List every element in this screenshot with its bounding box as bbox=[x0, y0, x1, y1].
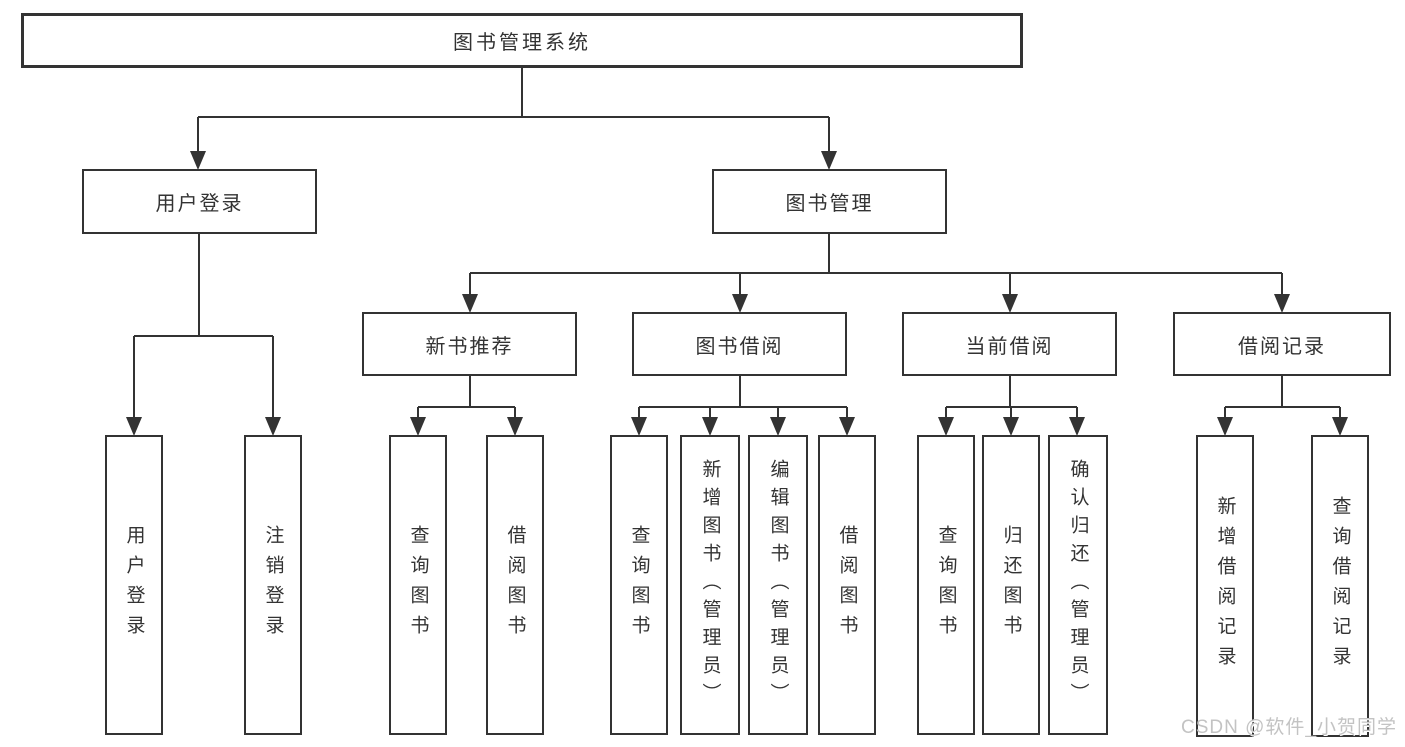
leaf-borrow-books-label: 借阅图书 bbox=[836, 525, 858, 645]
leaf-borrow-query-books-label: 查询图书 bbox=[628, 525, 650, 645]
node-root-label: 图书管理系统 bbox=[453, 32, 591, 54]
leaf-add-books-admin: 新增图书（管理员） bbox=[680, 435, 740, 735]
leaf-recommend-borrow-books: 借阅图书 bbox=[486, 435, 544, 735]
leaf-return-books: 归还图书 bbox=[982, 435, 1040, 735]
node-borrow-records-label: 借阅记录 bbox=[1238, 335, 1326, 358]
leaf-edit-books-admin: 编辑图书（管理员） bbox=[748, 435, 808, 735]
node-book-borrow-label: 图书借阅 bbox=[695, 335, 784, 358]
node-root: 图书管理系统 bbox=[21, 13, 1023, 68]
leaf-add-books-admin-label: 新增图书（管理员） bbox=[699, 459, 721, 711]
leaf-query-borrow-record: 查询借阅记录 bbox=[1311, 435, 1369, 737]
leaf-recommend-borrow-books-label: 借阅图书 bbox=[504, 525, 526, 645]
leaf-current-query-books: 查询图书 bbox=[917, 435, 975, 735]
node-current-borrow-label: 当前借阅 bbox=[965, 335, 1054, 358]
leaf-add-borrow-record-label: 新增借阅记录 bbox=[1214, 496, 1236, 676]
leaf-borrow-books: 借阅图书 bbox=[818, 435, 876, 735]
leaf-add-borrow-record: 新增借阅记录 bbox=[1196, 435, 1254, 737]
leaf-confirm-return-admin: 确认归还（管理员） bbox=[1048, 435, 1108, 735]
node-new-book-recommend: 新书推荐 bbox=[362, 312, 577, 376]
node-user-login-label: 用户登录 bbox=[155, 193, 244, 215]
node-new-book-recommend-label: 新书推荐 bbox=[425, 335, 514, 358]
node-user-login: 用户登录 bbox=[82, 169, 317, 234]
node-book-management: 图书管理 bbox=[712, 169, 947, 234]
leaf-confirm-return-admin-label: 确认归还（管理员） bbox=[1067, 459, 1089, 711]
leaf-user-login: 用户登录 bbox=[105, 435, 163, 735]
leaf-query-borrow-record-label: 查询借阅记录 bbox=[1329, 496, 1351, 676]
leaf-current-query-books-label: 查询图书 bbox=[935, 525, 957, 645]
watermark: CSDN @软件_小贺同学 bbox=[1181, 717, 1397, 738]
leaf-edit-books-admin-label: 编辑图书（管理员） bbox=[767, 459, 789, 711]
leaf-logout: 注销登录 bbox=[244, 435, 302, 735]
leaf-borrow-query-books: 查询图书 bbox=[610, 435, 668, 735]
leaf-recommend-query-books: 查询图书 bbox=[389, 435, 447, 735]
node-borrow-records: 借阅记录 bbox=[1173, 312, 1391, 376]
node-book-management-label: 图书管理 bbox=[785, 193, 874, 215]
arrowheads bbox=[126, 151, 1348, 436]
node-current-borrow: 当前借阅 bbox=[902, 312, 1117, 376]
node-book-borrow: 图书借阅 bbox=[632, 312, 847, 376]
leaf-recommend-query-books-label: 查询图书 bbox=[407, 525, 429, 645]
leaf-logout-label: 注销登录 bbox=[262, 525, 284, 645]
leaf-return-books-label: 归还图书 bbox=[1000, 525, 1022, 645]
leaf-user-login-label: 用户登录 bbox=[123, 525, 145, 645]
